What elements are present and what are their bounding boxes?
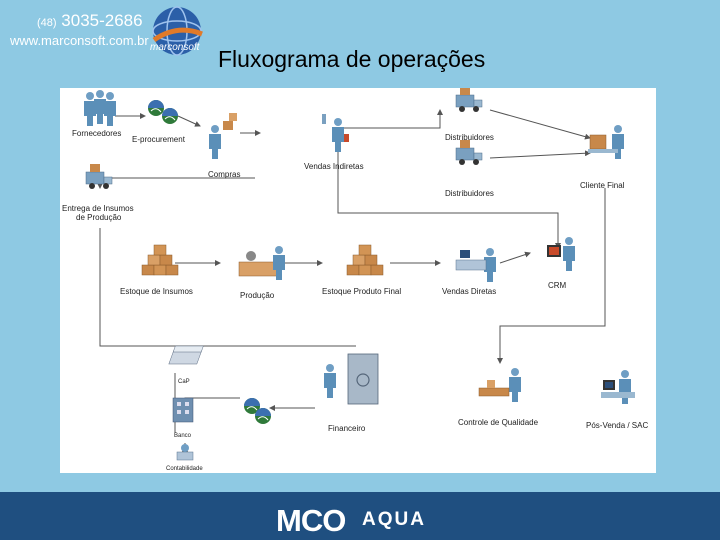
label-cap: CaP [178, 379, 190, 385]
footer-bar [0, 492, 720, 540]
fornecedores-icon [84, 90, 116, 126]
cap-document-icon [168, 345, 204, 365]
estoque-produto-final-boxes-icon [346, 244, 384, 276]
phone-number: (48) 3035-2686 [37, 11, 143, 31]
label-e-procurement: E-procurement [132, 135, 185, 144]
estoque-insumos-boxes-icon [141, 244, 179, 276]
footer-logo-suffix: AQUA [362, 509, 426, 530]
label-estoque-produto-final: Estoque Produto Final [322, 287, 402, 296]
entrega-insumos-truck-icon [85, 163, 113, 190]
website-link[interactable]: www.marconsoft.com.br [10, 33, 149, 48]
label-fornecedores: Fornecedores [72, 129, 122, 138]
phone-digits: 3035-2686 [61, 11, 143, 30]
pos-venda-sac-icon [601, 370, 635, 404]
label-financeiro: Financeiro [328, 424, 366, 433]
vendas-diretas-icon [455, 248, 496, 282]
banco-building-icon [172, 397, 194, 423]
label-estoque-insumos: Estoque de Insumos [120, 287, 193, 296]
brand-globe-icon: marconsoft [150, 6, 203, 56]
distribuidores-truck-icon-2 [455, 139, 483, 166]
label-entrega-insumos-1: Entrega de Insumos [62, 204, 134, 213]
slide-title: Fluxograma de operações [218, 46, 486, 72]
header-logo: (48) 3035-2686 www.marconsoft.com.br mar… [0, 0, 210, 62]
brand-mark-text: marconsoft [150, 42, 201, 53]
footer-logo: MCO [276, 503, 346, 538]
e-procurement-icon [147, 99, 179, 125]
phone-prefix: (48) [37, 17, 57, 29]
label-entrega-insumos-2: de Produção [76, 213, 122, 222]
label-distribuidores-2: Distribuidores [445, 189, 494, 198]
flowchart-canvas [84, 88, 635, 461]
label-vendas-indiretas: Vendas Indiretas [304, 162, 364, 171]
label-contabilidade: Contabilidade [166, 466, 203, 472]
cliente-final-icon [588, 125, 624, 159]
label-vendas-diretas: Vendas Diretas [442, 287, 497, 296]
label-distribuidores-1: Distribuidores [445, 133, 494, 142]
label-banco: Banco [174, 433, 192, 439]
vendas-indiretas-icon [322, 114, 349, 152]
compras-icon [209, 113, 237, 159]
operations-flowchart: Fornecedores E-procurement Compras Venda… [60, 88, 656, 473]
label-crm: CRM [548, 281, 567, 290]
crm-icon [547, 237, 575, 271]
controle-qualidade-icon [478, 368, 521, 402]
financeiro-globes-icon [243, 397, 272, 425]
distribuidores-truck-icon-1 [455, 88, 483, 113]
label-compras: Compras [208, 170, 241, 179]
label-producao: Produção [240, 291, 275, 300]
contabilidade-icon [176, 444, 194, 461]
financeiro-icon [324, 353, 379, 405]
producao-icon [238, 246, 285, 280]
label-controle-qualidade: Controle de Qualidade [458, 418, 539, 427]
label-cliente-final: Cliente Final [580, 181, 625, 190]
label-pos-venda-sac: Pós-Venda / SAC [586, 421, 649, 430]
